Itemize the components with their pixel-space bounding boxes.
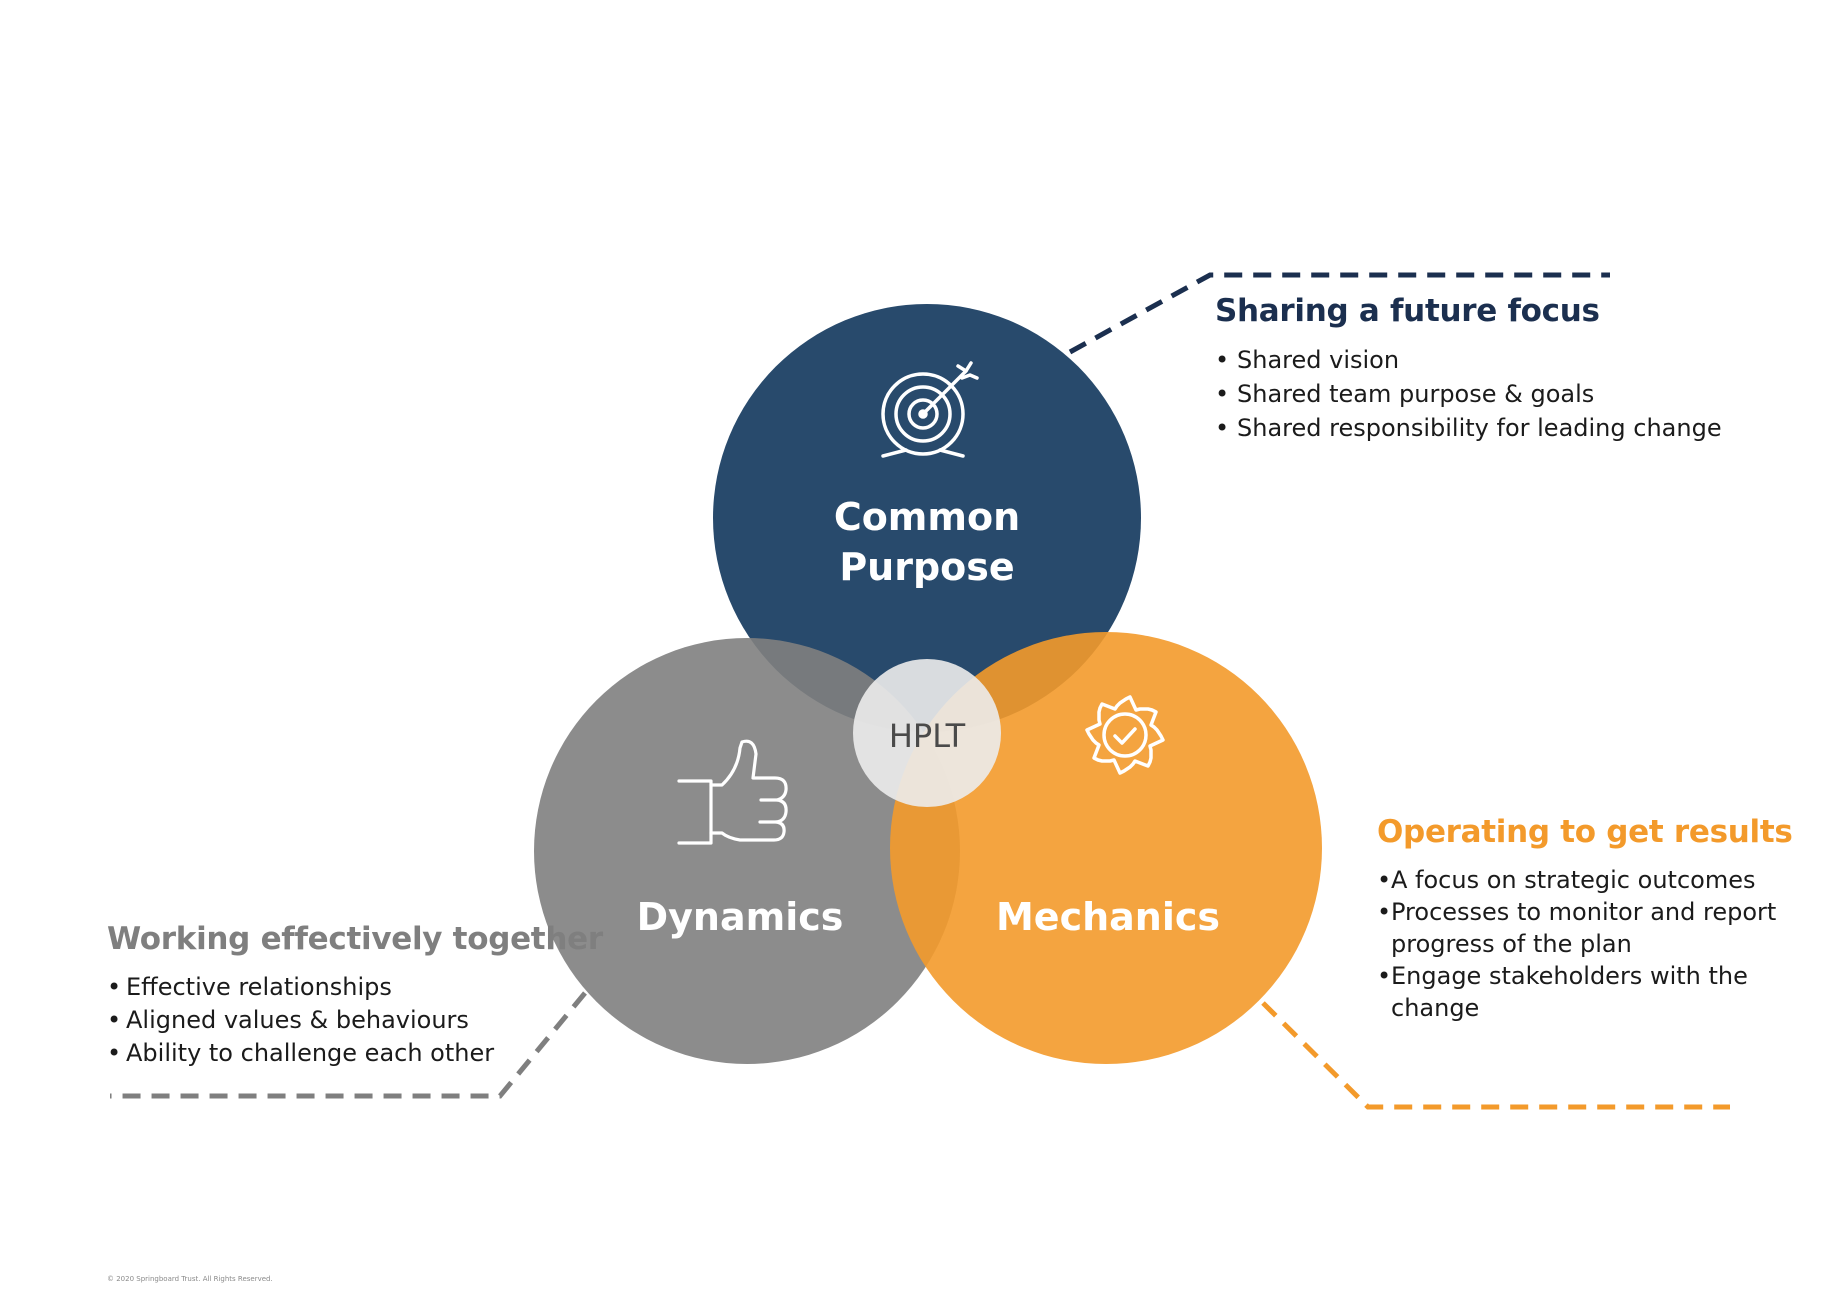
dynamics-callout-title: Working effectively together [107, 921, 603, 957]
dynamics-callout: Working effectively together Effective r… [107, 921, 603, 1070]
thumbs-up-icon [677, 739, 788, 845]
purpose-callout-title: Sharing a future focus [1215, 293, 1600, 329]
list-item: Shared team purpose & goals [1215, 377, 1722, 411]
copyright-notice: © 2020 Springboard Trust. All Rights Res… [107, 1275, 273, 1283]
gear-check-icon [1085, 695, 1165, 775]
dynamics-callout-list: Effective relationships Aligned values &… [107, 971, 603, 1070]
mechanics-label: Mechanics [996, 895, 1220, 939]
purpose-circle [713, 304, 1141, 732]
mechanics-callout: Operating to get results A focus on stra… [1377, 814, 1817, 1024]
list-item: Shared vision [1215, 343, 1722, 377]
list-item: Effective relationships [107, 971, 603, 1004]
dynamics-circle [534, 638, 960, 1064]
list-item: Shared responsibility for leading change [1215, 411, 1722, 445]
mechanics-callout-title: Operating to get results [1377, 814, 1793, 850]
list-item: A focus on strategic outcomes [1377, 864, 1817, 896]
purpose-label-line2: Purpose [839, 545, 1014, 589]
center-label: HPLT [889, 717, 966, 755]
list-item: Aligned values & behaviours [107, 1004, 603, 1037]
purpose-connector-line [1068, 272, 1610, 355]
mechanics-callout-list: A focus on strategic outcomes Processes … [1377, 864, 1817, 1024]
target-icon [881, 361, 979, 458]
center-circle [853, 659, 1001, 807]
purpose-callout: Sharing a future focus Shared vision Sha… [1215, 293, 1722, 445]
list-item: Ability to challenge each other [107, 1037, 603, 1070]
purpose-label-line1: Common [834, 495, 1020, 539]
list-item: Engage stakeholders with the change [1377, 960, 1817, 1024]
dynamics-label: Dynamics [637, 895, 844, 939]
list-item: Processes to monitor and report progress… [1377, 896, 1817, 960]
mechanics-connector-line [1261, 1001, 1730, 1110]
purpose-callout-list: Shared vision Shared team purpose & goal… [1215, 343, 1722, 445]
